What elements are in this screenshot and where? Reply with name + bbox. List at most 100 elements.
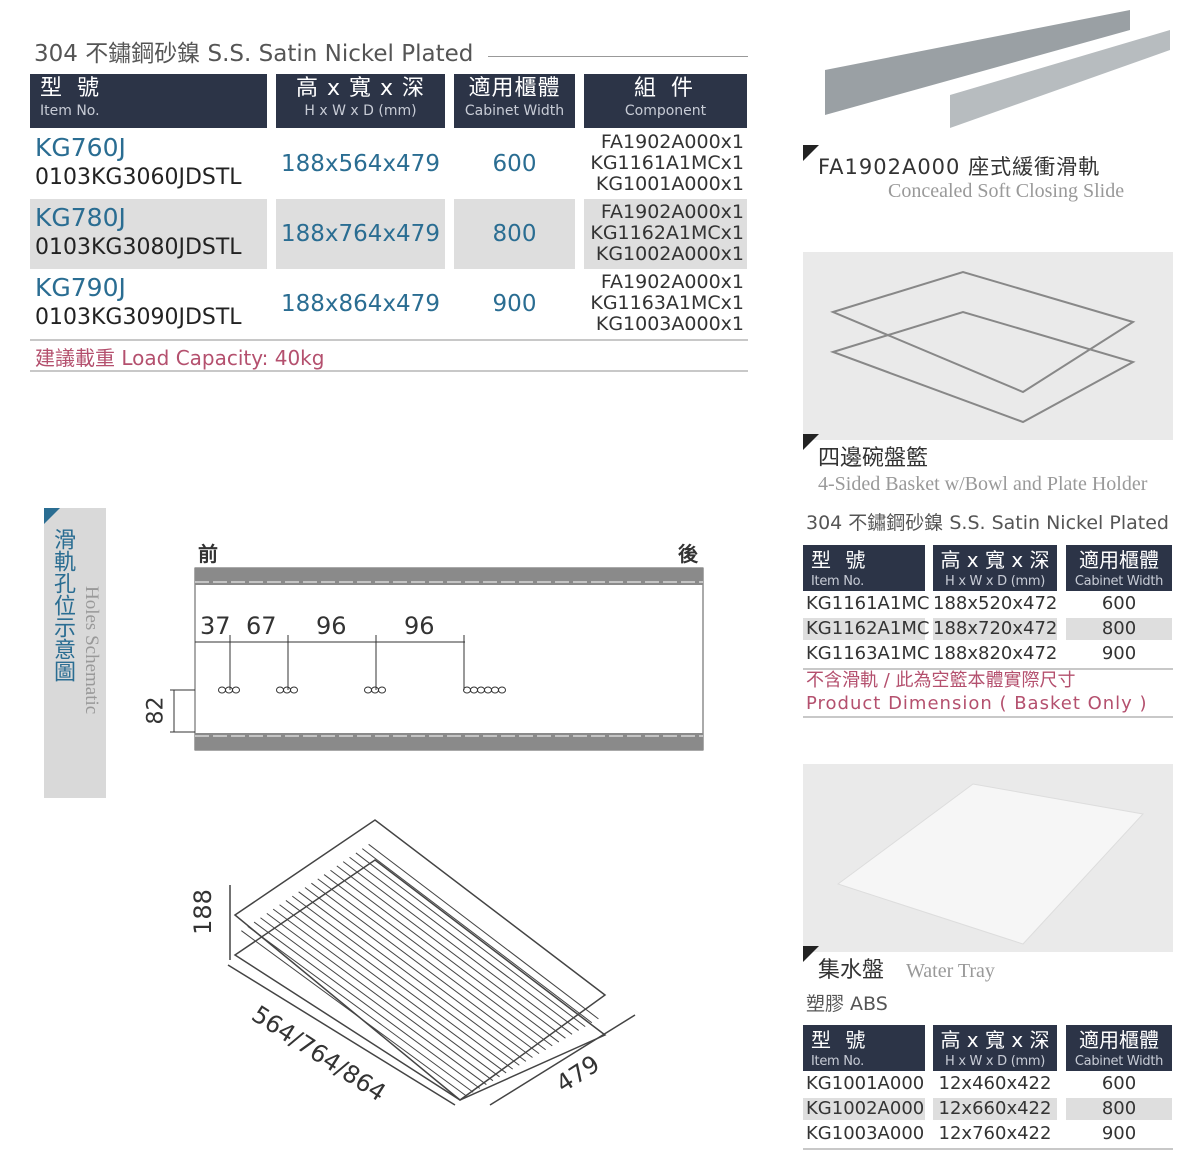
- item-model: KG1163A1MC: [806, 643, 930, 664]
- row-bg: [454, 199, 575, 269]
- corner-marker-icon: [44, 508, 60, 524]
- basket-section-title: 304 不鏽鋼砂鎳 S.S. Satin Nickel Plated: [806, 512, 1169, 534]
- header-zh: 型 號: [811, 548, 870, 572]
- header-zh: 適用櫃體: [1079, 1028, 1159, 1052]
- item-dimensions: 12x660x422: [938, 1098, 1052, 1119]
- item-cabinet-width: 800: [1101, 1098, 1137, 1119]
- row-bg: [1066, 1098, 1172, 1120]
- divider: [803, 716, 1173, 718]
- header-cell: 型 號 Item No.: [803, 545, 925, 591]
- basket-wire: [291, 895, 520, 1066]
- item-cabinet-width: 600: [1101, 1073, 1137, 1094]
- item-cabinet-width: 900: [1101, 643, 1137, 664]
- header-zh: 型 號: [40, 76, 103, 101]
- header-item-no: 型 號 Item No.: [30, 74, 267, 128]
- basket-wire: [298, 891, 527, 1062]
- dim-96a: 96: [316, 612, 347, 640]
- tray-title-zh: 集水盤: [818, 958, 885, 983]
- item-cabinet-width: 900: [1101, 1123, 1137, 1144]
- basket-wire: [330, 869, 560, 1043]
- tray-material: 塑膠 ABS: [806, 993, 888, 1015]
- row-bg: [933, 1098, 1057, 1120]
- item-model: KG780J: [35, 203, 126, 232]
- divider: [803, 1148, 1173, 1150]
- corner-marker-icon: [803, 946, 819, 962]
- item-dimensions: 188x720x472: [933, 618, 1058, 639]
- basket-wire: [304, 887, 533, 1058]
- mounting-hole: [232, 686, 240, 694]
- item-model: KG790J: [35, 273, 126, 302]
- basket-wire: [241, 930, 467, 1097]
- mounting-hole: [290, 686, 298, 694]
- item-component: KG1161A1MCx1: [590, 152, 744, 174]
- basket-note-zh: 不含滑軌 / 此為空籃本體實際尺寸: [806, 670, 1076, 691]
- item-cabinet-width: 800: [1101, 618, 1137, 639]
- dim-37: 37: [200, 612, 231, 640]
- item-code: 0103KG3080JDSTL: [35, 235, 242, 260]
- item-model: KG1002A000: [806, 1098, 925, 1119]
- header-dimensions: 高 x 寬 x 深 H x W x D (mm): [276, 74, 445, 128]
- basket-wire: [361, 848, 593, 1024]
- item-dimensions: 12x460x422: [938, 1073, 1052, 1094]
- item-component: KG1163A1MCx1: [590, 292, 744, 314]
- item-component: FA1902A000x1: [600, 131, 744, 153]
- section-title: 304 不鏽鋼砂鎳 S.S. Satin Nickel Plated: [34, 41, 474, 67]
- header-en: H x W x D (mm): [304, 103, 417, 119]
- item-dimensions: 12x760x422: [938, 1123, 1052, 1144]
- header-en: Item No.: [40, 103, 100, 119]
- holes-schematic: [170, 567, 704, 751]
- basket-wire: [317, 878, 546, 1051]
- item-code: 0103KG3090JDSTL: [35, 305, 242, 330]
- corner-marker-icon: [803, 434, 819, 450]
- item-dimensions: 188x820x472: [933, 643, 1058, 664]
- header-en: Component: [624, 103, 707, 119]
- dim-96b: 96: [404, 612, 435, 640]
- row-bg: [276, 199, 445, 269]
- header-zh: 型 號: [811, 1028, 870, 1052]
- basket-wire: [355, 852, 586, 1027]
- item-model: KG1161A1MC: [806, 593, 930, 614]
- row-bg: [30, 199, 267, 269]
- row-bg: [803, 618, 925, 640]
- header-en: Cabinet Width: [1074, 574, 1164, 589]
- basket-title-zh: 四邊碗盤籃: [818, 446, 929, 471]
- header-zh: 組 件: [634, 76, 697, 101]
- item-model: KG1162A1MC: [806, 618, 930, 639]
- basket-note-en: Product Dimension ( Basket Only ): [806, 693, 1148, 714]
- front-label: 前: [198, 542, 218, 566]
- header-en: H x W x D (mm): [945, 574, 1045, 589]
- mounting-hole: [378, 686, 386, 694]
- schematic-label-en: Holes Schematic: [81, 586, 102, 715]
- item-dimensions: 188x864x479: [281, 291, 440, 317]
- item-cabinet-width: 900: [492, 291, 537, 317]
- row-bg: [803, 1098, 925, 1120]
- divider: [30, 339, 748, 341]
- header-cell: 高 x 寬 x 深 H x W x D (mm): [933, 545, 1057, 591]
- slide-photo: [800, 0, 1175, 135]
- row-bg: [584, 199, 747, 269]
- basket-drawing: [227, 819, 636, 1106]
- item-component: KG1002A000x1: [595, 243, 744, 265]
- basket-wire: [279, 904, 507, 1074]
- dim-188: 188: [188, 889, 217, 935]
- header-zh: 高 x 寬 x 深: [940, 548, 1050, 572]
- header-zh: 高 x 寬 x 深: [295, 76, 425, 101]
- item-cabinet-width: 800: [492, 221, 537, 247]
- basket-wire: [342, 861, 573, 1035]
- basket-wire: [260, 917, 487, 1085]
- basket-wire: [285, 900, 514, 1070]
- header-en: H x W x D (mm): [945, 1054, 1045, 1069]
- row-bg: [933, 618, 1057, 640]
- header-en: Cabinet Width: [464, 103, 565, 119]
- item-dimensions: 188x764x479: [281, 221, 440, 247]
- slide-title-en: Concealed Soft Closing Slide: [888, 180, 1125, 202]
- item-model: KG760J: [35, 133, 126, 162]
- item-model: KG1001A000: [806, 1073, 925, 1094]
- divider: [488, 56, 748, 57]
- basket-wire: [311, 882, 540, 1055]
- header-en: Item No.: [811, 574, 864, 589]
